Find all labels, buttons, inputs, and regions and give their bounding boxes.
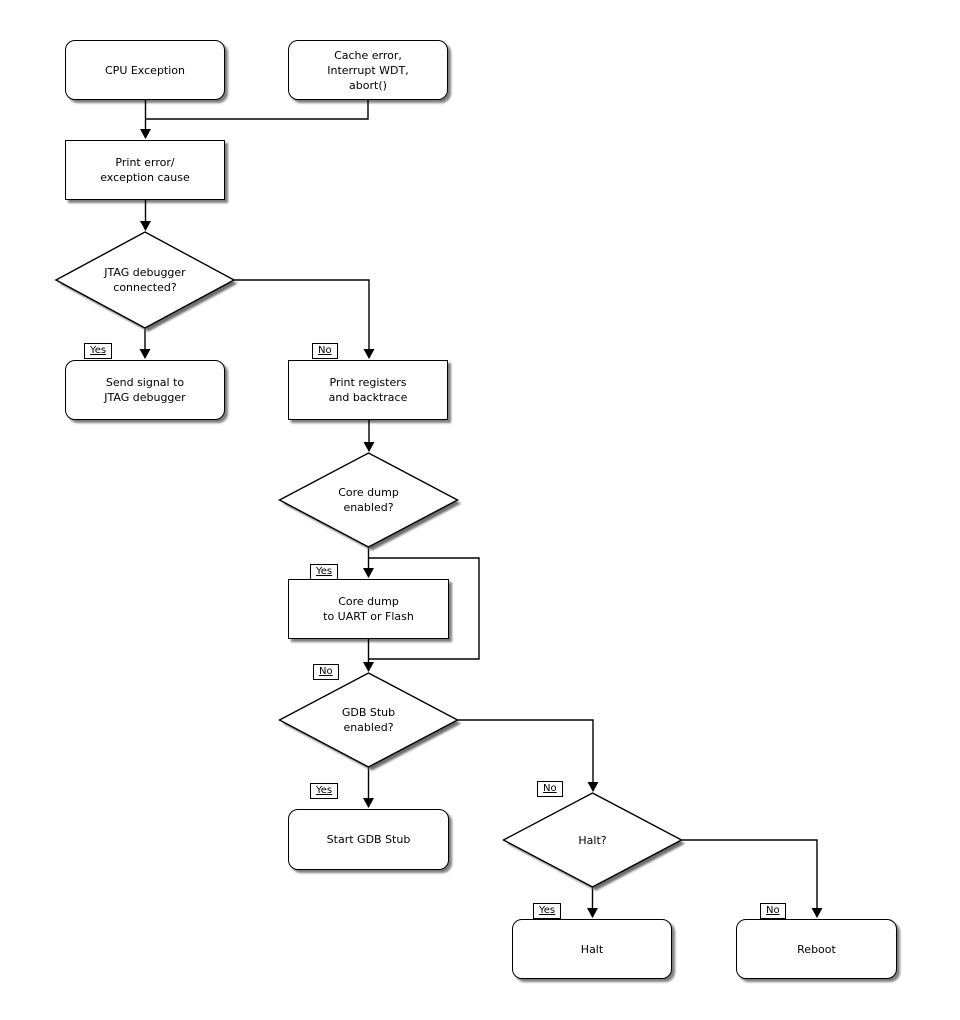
arrowhead-into-reboot: [811, 908, 823, 918]
node-halt: Halt: [512, 919, 672, 979]
edge-label-jtag-no: No: [312, 343, 338, 359]
arrowheads: [139, 129, 823, 918]
arrowhead-into-print-error: [140, 129, 151, 139]
diamond-halt-question: [502, 792, 683, 888]
edge-label-halt-no: No: [760, 903, 786, 919]
connector-cache-error-to-junction: [145, 100, 369, 120]
node-halt-label: Halt: [580, 942, 604, 956]
node-core-dump-label: Core dump to UART or Flash: [323, 595, 414, 623]
node-send-signal: Send signal to JTAG debugger: [65, 360, 225, 420]
edge-label-gdb-yes: Yes: [310, 783, 339, 799]
edge-label-gdb-no: No: [537, 781, 563, 797]
node-cpu-exception: CPU Exception: [65, 40, 225, 100]
edge-label-halt-yes: Yes: [533, 903, 562, 919]
connector-jtag-no-to-print-registers: [234, 279, 370, 358]
node-print-error-label: Print error/ exception cause: [100, 156, 190, 184]
node-reboot-label: Reboot: [797, 942, 836, 956]
arrowhead-into-halt: [587, 908, 598, 918]
node-cache-error-label: Cache error, Interrupt WDT, abort(): [327, 48, 409, 92]
arrowhead-into-halt-question: [587, 782, 599, 792]
diamond-jtag-connected: [54, 231, 236, 329]
arrowhead-into-core-dump: [363, 568, 374, 578]
node-cpu-exception-label: CPU Exception: [105, 63, 185, 77]
node-print-registers: Print registers and backtrace: [288, 360, 448, 420]
diamond-core-dump-enabled: [278, 452, 459, 548]
node-core-dump: Core dump to UART or Flash: [288, 579, 449, 639]
connector-core-dump-no-bypass: [368, 557, 480, 660]
connectors: [144, 100, 818, 917]
node-send-signal-label: Send signal to JTAG debugger: [104, 376, 186, 404]
arrowhead-into-start-gdb-stub: [363, 798, 374, 808]
edge-label-core-dump-yes: Yes: [310, 564, 339, 580]
edge-label-jtag-yes: Yes: [84, 343, 113, 359]
arrowhead-into-gdb-stub-enabled: [363, 662, 374, 672]
diamond-gdb-stub-enabled: [278, 672, 459, 768]
arrowhead-into-send-signal: [139, 349, 151, 359]
node-reboot: Reboot: [736, 919, 897, 979]
connector-halt-no-to-reboot: [681, 839, 818, 917]
node-cache-error: Cache error, Interrupt WDT, abort(): [288, 40, 448, 100]
node-start-gdb-stub: Start GDB Stub: [288, 809, 449, 870]
arrowhead-into-core-dump-enabled: [363, 442, 375, 452]
arrowhead-into-jtag-connected: [140, 221, 151, 231]
connector-gdb-no-to-halt-question: [457, 719, 594, 791]
node-print-registers-label: Print registers and backtrace: [328, 376, 408, 404]
node-print-error: Print error/ exception cause: [65, 140, 225, 200]
edge-label-core-dump-no: No: [313, 664, 339, 680]
node-start-gdb-stub-label: Start GDB Stub: [326, 833, 411, 846]
decision-diamonds: [54, 231, 685, 891]
arrowhead-into-print-registers: [363, 349, 375, 359]
